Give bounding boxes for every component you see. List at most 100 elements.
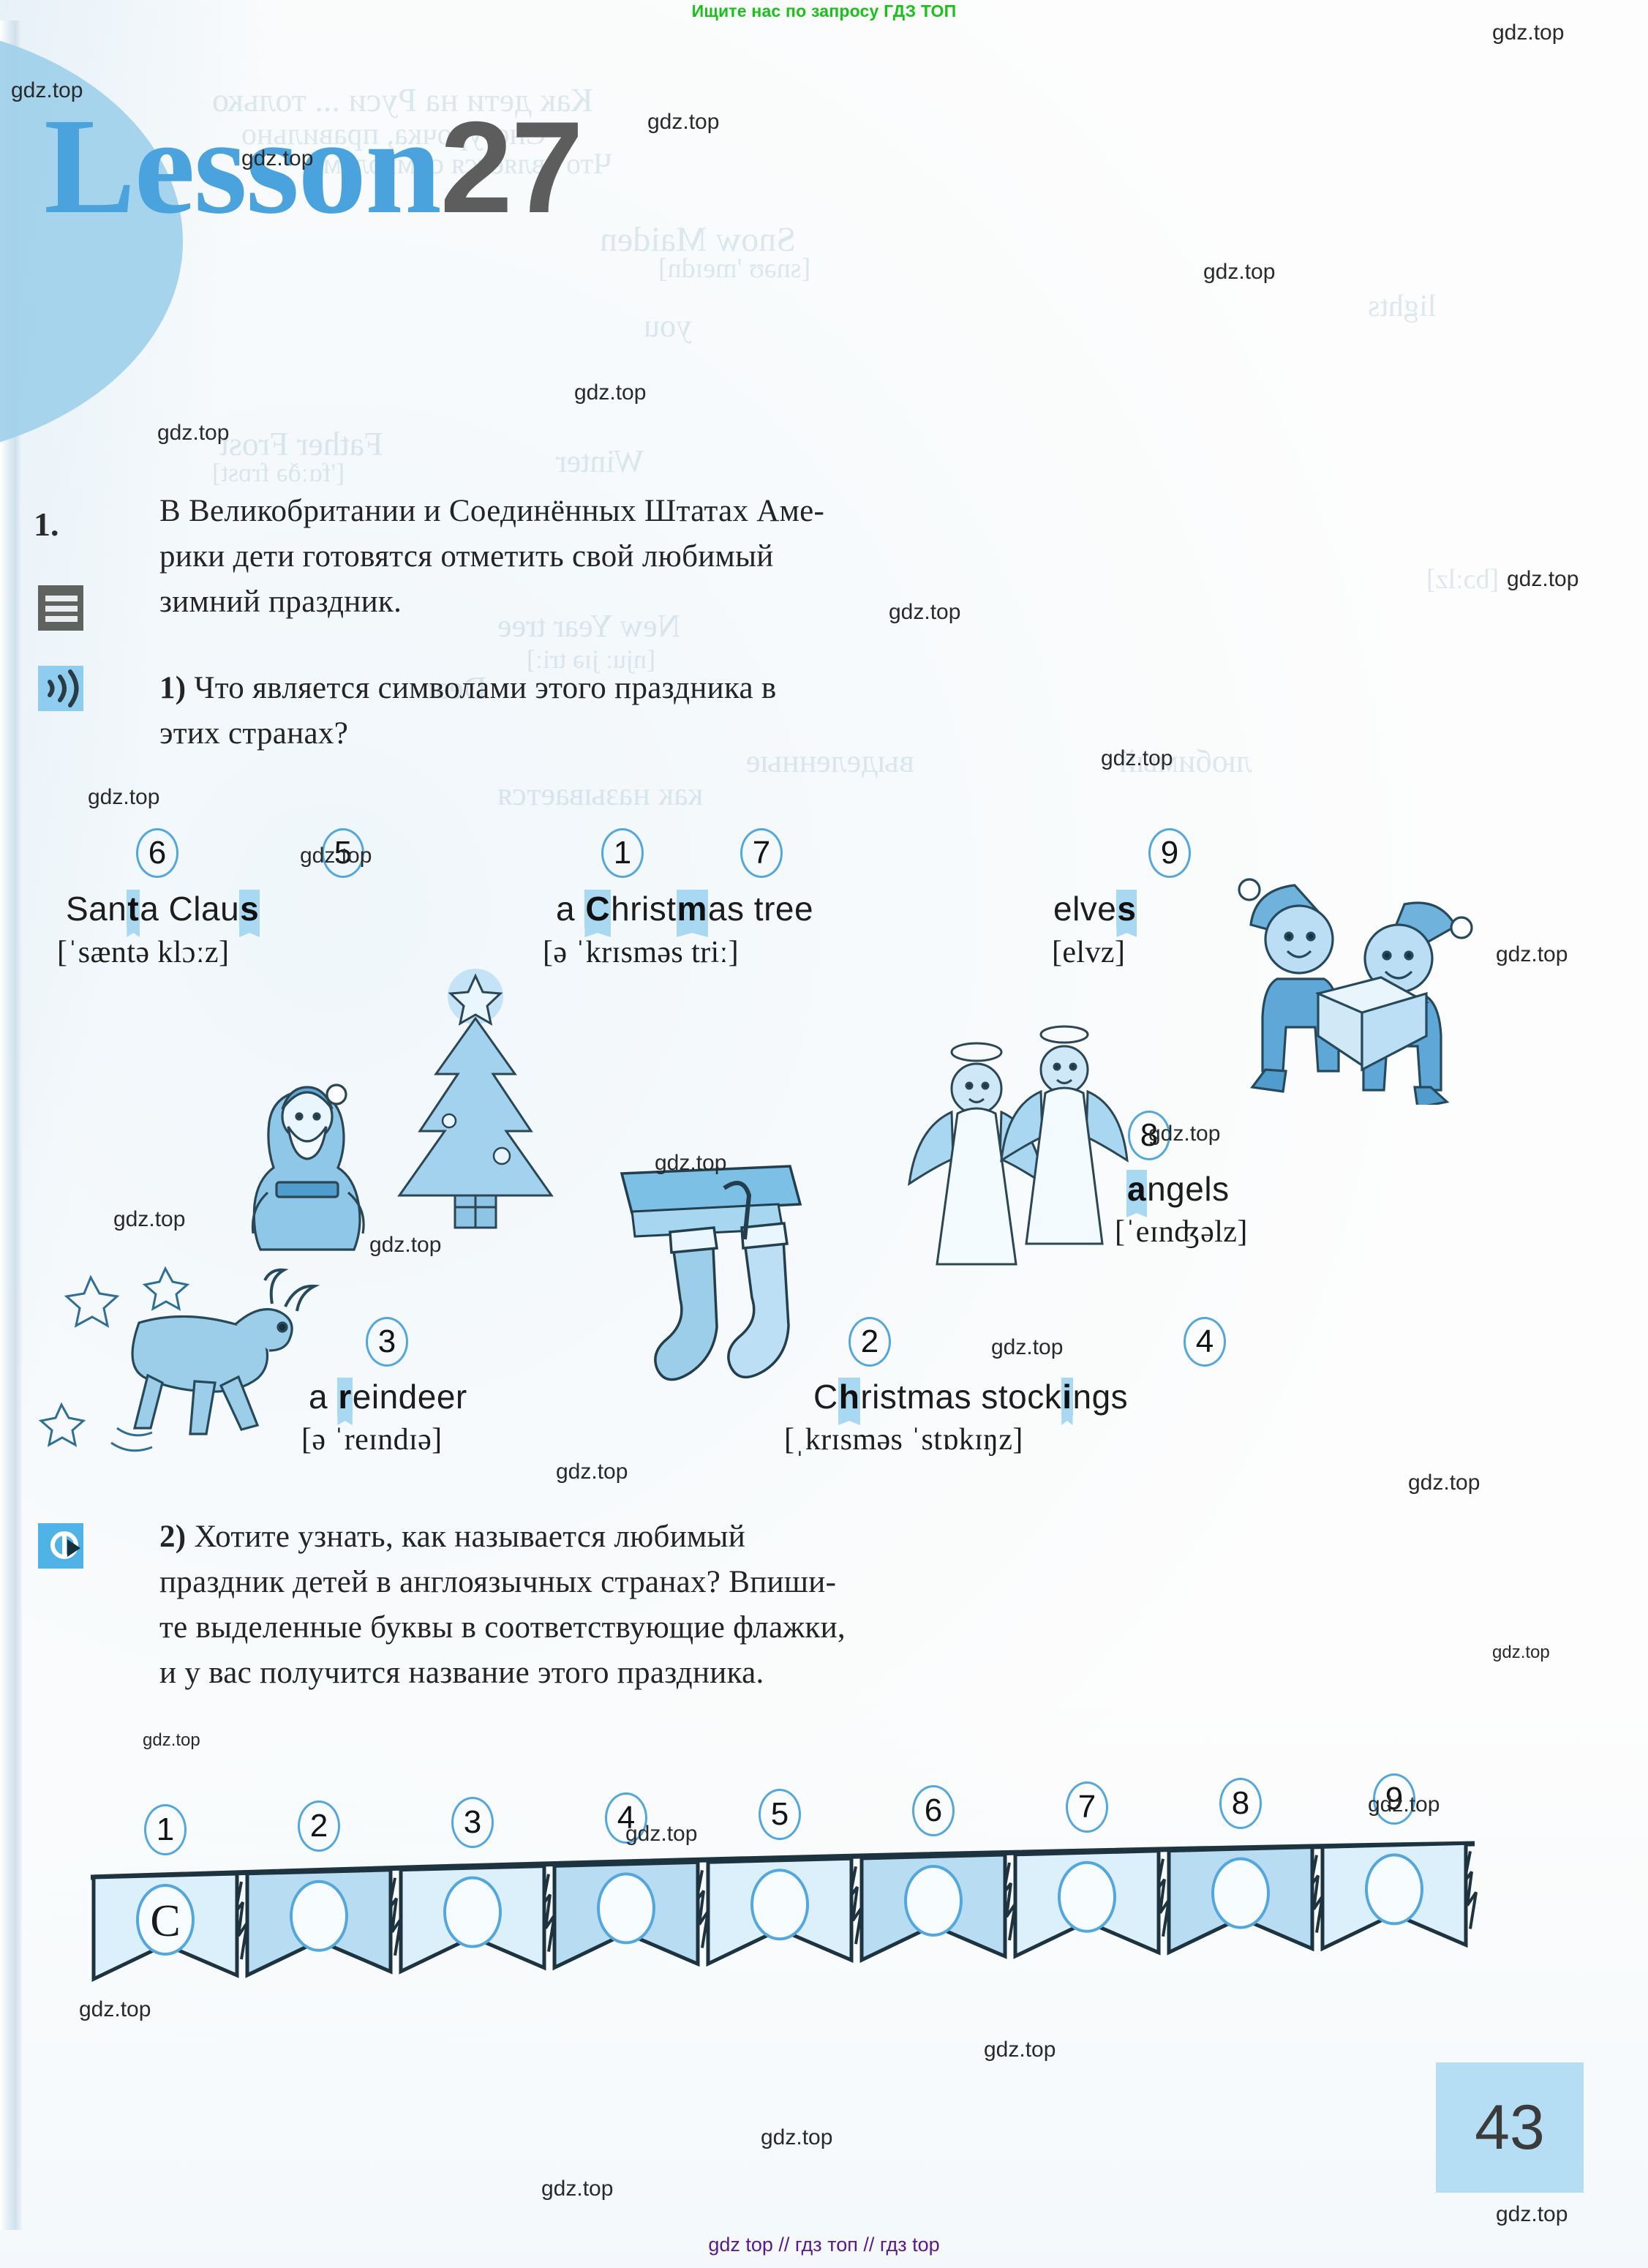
site-watermark: gdz.top — [1203, 260, 1276, 284]
bunting-letter-slot-2[interactable] — [291, 1884, 347, 1951]
bunting-slot-number-2: 2 — [298, 1800, 340, 1852]
site-watermark: gdz.top — [157, 421, 230, 445]
site-watermark: gdz.top — [1496, 2202, 1568, 2226]
letter-badge-3: 3 — [366, 1317, 408, 1367]
site-watermark: gdz.top — [541, 2177, 614, 2201]
bunting-letter-slot-8[interactable] — [1213, 1861, 1268, 1929]
site-watermark: gdz.top — [647, 110, 720, 134]
site-watermark: gdz.top — [1408, 1471, 1480, 1495]
bunting-flag[interactable] — [1167, 1845, 1314, 1956]
highlighted-letter: i — [1061, 1378, 1073, 1416]
word-segment: ristmas stock — [860, 1378, 1062, 1416]
word-segment: a — [309, 1378, 338, 1416]
highlighted-letter: s — [239, 890, 260, 928]
bunting-letter-slot-6[interactable] — [906, 1869, 961, 1936]
bunting-slot-number-3: 3 — [451, 1796, 494, 1848]
bunting-flag[interactable] — [859, 1852, 1007, 1963]
highlighted-letter: h — [838, 1378, 861, 1416]
letter-badge-5: 5 — [322, 828, 364, 878]
reading-lines-icon — [38, 585, 83, 631]
highlighted-letter: C — [584, 890, 612, 928]
ghost-text: ['fɑːðə frɒst] — [212, 458, 345, 487]
bunting-slot-number-1: 1 — [144, 1804, 187, 1855]
bunting-letter-slot-4[interactable] — [598, 1876, 654, 1943]
word-segment: a Clau — [140, 890, 240, 928]
elves-illustration — [1238, 878, 1473, 1105]
bunting-letter-slot-3[interactable] — [445, 1880, 500, 1948]
site-watermark: gdz.top — [984, 2038, 1056, 2062]
ghost-text: как называется — [497, 776, 704, 812]
word-segment: elve — [1053, 890, 1117, 928]
letter-badge-4: 4 — [1184, 1317, 1226, 1367]
bunting-flag[interactable] — [1013, 1849, 1161, 1959]
christmas-tree-illustration — [397, 969, 554, 1229]
site-watermark: gdz.top — [1507, 567, 1579, 591]
bunting-flag[interactable] — [706, 1856, 854, 1967]
bunting-flag[interactable] — [1320, 1841, 1468, 1952]
vocab-word-angels: angels — [1126, 1169, 1230, 1209]
exercise-1-part-1-label: 1) — [159, 671, 187, 705]
bunting-slot-number-5: 5 — [759, 1789, 801, 1841]
ghost-text: Father Frost — [219, 425, 383, 462]
letter-badge-7: 7 — [740, 828, 783, 878]
angels-illustration — [908, 1025, 1129, 1266]
site-watermark: gdz.top — [143, 1730, 200, 1750]
vocab-word-santa-claus: Santa Claus — [66, 889, 260, 928]
promo-header: Ищите нас по запросу ГДЗ ТОП — [691, 1, 957, 20]
site-watermark: gdz.top — [574, 380, 647, 405]
exercise-1-intro-line-2: рики дети готовятся отметить свой любимы… — [159, 539, 774, 574]
exercise-1-number: 1. — [34, 506, 59, 543]
letter-badge-8: 8 — [1128, 1111, 1170, 1160]
bunting-letter-slot-9[interactable] — [1366, 1857, 1422, 1924]
bunting-flag[interactable] — [399, 1864, 546, 1975]
vocab-word-reindeer: a reindeer — [309, 1377, 467, 1416]
exercise-1-part-2-line-2: праздник детей в англоязычных странах? В… — [159, 1565, 837, 1599]
bunting-slot-number-4: 4 — [605, 1792, 647, 1844]
bunting-letter-slot-7[interactable] — [1059, 1865, 1115, 1932]
write-pencil-icon — [38, 1523, 83, 1569]
exercise-1-part-1: 1) Что является символами этого праздник… — [159, 666, 1469, 756]
footer-watermark: gdz top // гдз топ // гдз top — [708, 2234, 940, 2256]
vocab-ipa-christmas-stockings: [ˌkrɪsməs ˈstɒkɪŋz] — [784, 1423, 1023, 1457]
ghost-text: you — [644, 308, 692, 344]
bunting-flag[interactable] — [245, 1868, 393, 1978]
letter-badge-9: 9 — [1148, 828, 1191, 878]
vocab-ipa-reindeer: [ə ˈreɪndɪə] — [301, 1423, 443, 1457]
page-number: 43 — [1436, 2062, 1584, 2193]
vocab-word-christmas-stockings: Christmas stockings — [813, 1377, 1128, 1416]
highlighted-letter: m — [676, 890, 708, 928]
bunting-graphic — [90, 1841, 1478, 1982]
exercise-1-part-2-line-3: те выделенные буквы в соответствующие фл… — [159, 1610, 846, 1645]
exercise-1-intro-line-1: В Великобритании и Соединённых Штатах Ам… — [159, 494, 825, 528]
exercise-1-intro: В Великобритании и Соединённых Штатах Ам… — [159, 489, 1469, 625]
vocab-word-elves: elves — [1053, 889, 1137, 928]
bunting-slot-number-7: 7 — [1066, 1781, 1108, 1833]
bunting-letter-slot-1[interactable]: C — [150, 1896, 181, 1946]
vocab-ipa-santa-claus: [ˈsæntə klɔːz] — [57, 936, 230, 969]
bunting-flag[interactable] — [552, 1860, 700, 1971]
site-watermark: gdz.top — [88, 785, 160, 809]
vocab-word-christmas-tree: a Christmas tree — [556, 889, 813, 928]
word-segment: ngels — [1147, 1170, 1230, 1208]
exercise-1-part-2-label: 2) — [159, 1520, 187, 1554]
exercise-1-part-2: 2) Хотите узнать, как называется любимый… — [159, 1514, 1469, 1696]
exercise-1-part-1-line-2: этих странах? — [159, 716, 349, 751]
lesson-title: Lesson27 — [44, 86, 584, 245]
letter-badge-1: 1 — [601, 828, 644, 878]
highlighted-letter: a — [1126, 1170, 1148, 1208]
word-segment: a — [556, 890, 585, 928]
exercise-1-part-2-line-4: и у вас получится название этого праздни… — [159, 1656, 764, 1690]
bunting-slot-number-8: 8 — [1219, 1777, 1262, 1829]
site-watermark: gdz.top — [1492, 20, 1565, 45]
bunting-letter-slot-5[interactable] — [752, 1872, 808, 1940]
bunting-flag[interactable] — [91, 1871, 239, 1982]
exercise-1-intro-line-3: зимний праздник. — [159, 585, 402, 619]
word-segment: San — [66, 890, 127, 928]
lesson-title-word: Lesson — [44, 89, 442, 242]
exercise-1-part-2-line-1: 2) Хотите узнать, как называется любимый — [159, 1520, 746, 1554]
word-segment: as tree — [707, 890, 814, 928]
site-watermark: gdz.top — [991, 1335, 1064, 1359]
vocab-ipa-angels: [ˈeɪnʤəlz] — [1115, 1215, 1248, 1249]
site-watermark: gdz.top — [113, 1207, 186, 1231]
